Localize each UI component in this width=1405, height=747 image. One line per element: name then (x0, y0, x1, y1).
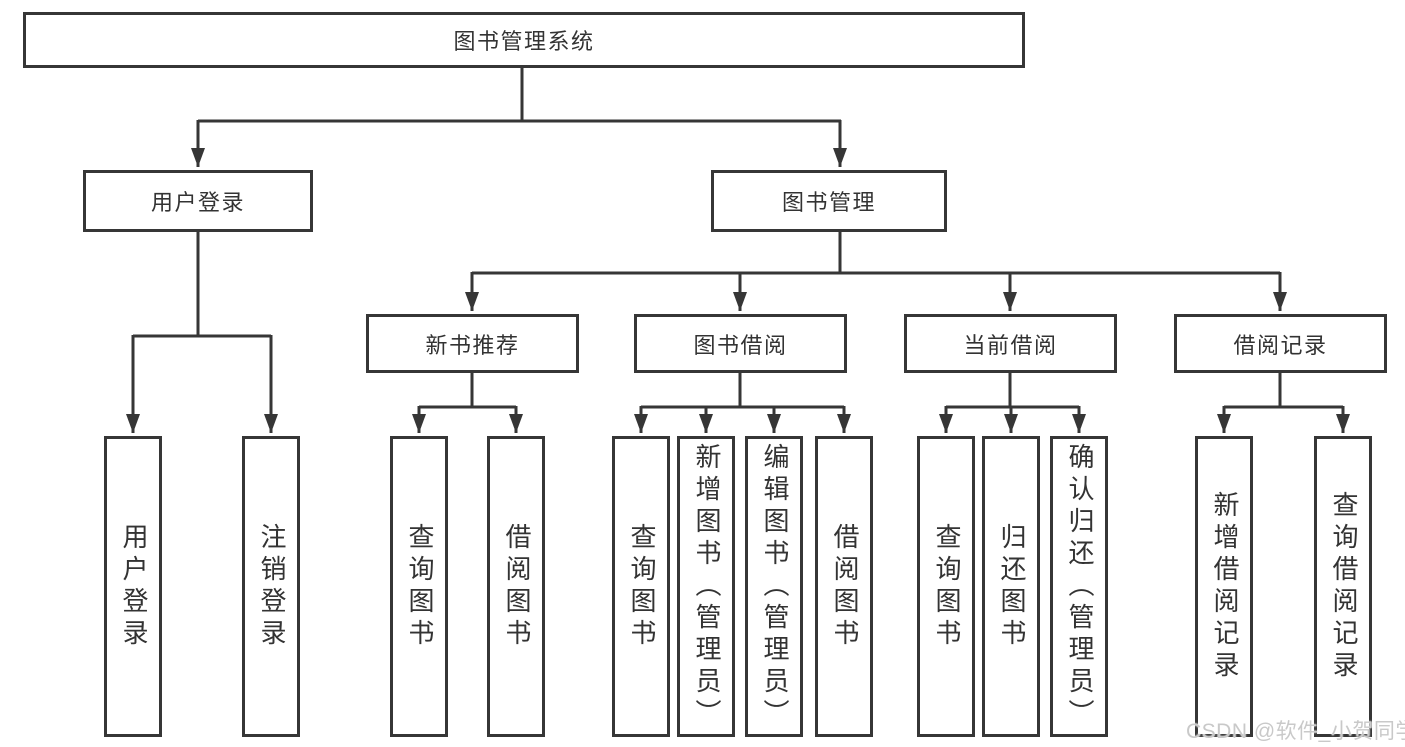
node-book-management: 图书管理 (711, 170, 947, 232)
leaf-add-borrow-record-label: 新增借阅记录 (1209, 490, 1240, 683)
node-borrow-records: 借阅记录 (1174, 314, 1387, 373)
leaf-query-books-3-label: 查询图书 (931, 522, 962, 651)
leaf-query-books-1-label: 查询图书 (404, 522, 435, 651)
node-new-book-recommend-label: 新书推荐 (425, 332, 520, 358)
leaf-add-borrow-record: 新增借阅记录 (1195, 436, 1253, 737)
node-user-login: 用户登录 (83, 170, 313, 232)
leaf-borrow-books-1-label: 借阅图书 (501, 522, 532, 651)
leaf-query-books-2-label: 查询图书 (626, 522, 657, 651)
leaf-return-book-label: 归还图书 (996, 522, 1027, 651)
node-root-label: 图书管理系统 (453, 29, 595, 54)
leaf-confirm-return-admin: 确认归还（管理员） (1050, 436, 1108, 737)
node-book-borrow-label: 图书借阅 (693, 332, 788, 358)
leaf-return-book: 归还图书 (982, 436, 1040, 737)
leaf-query-books-1: 查询图书 (390, 436, 448, 737)
watermark: CSDN @软件_小贺同学 (1186, 720, 1405, 743)
leaf-query-borrow-record-label: 查询借阅记录 (1328, 490, 1359, 683)
leaf-user-login-label: 用户登录 (118, 522, 149, 651)
node-current-borrow: 当前借阅 (904, 314, 1117, 373)
leaf-edit-book-admin-label: 编辑图书（管理员） (759, 442, 790, 731)
leaf-borrow-books-1: 借阅图书 (487, 436, 545, 737)
node-new-book-recommend: 新书推荐 (366, 314, 579, 373)
node-root: 图书管理系统 (23, 12, 1025, 68)
leaf-query-books-3: 查询图书 (917, 436, 975, 737)
node-current-borrow-label: 当前借阅 (963, 332, 1058, 358)
leaf-logout-label: 注销登录 (256, 522, 287, 651)
leaf-borrow-books-2: 借阅图书 (815, 436, 873, 737)
leaf-add-book-admin: 新增图书（管理员） (677, 436, 735, 737)
leaf-add-book-admin-label: 新增图书（管理员） (691, 442, 722, 731)
node-borrow-records-label: 借阅记录 (1233, 332, 1328, 358)
leaf-confirm-return-admin-label: 确认归还（管理员） (1064, 442, 1095, 731)
node-user-login-label: 用户登录 (150, 190, 245, 215)
leaf-query-books-2: 查询图书 (612, 436, 670, 737)
node-book-management-label: 图书管理 (781, 190, 876, 215)
leaf-borrow-books-2-label: 借阅图书 (829, 522, 860, 651)
leaf-edit-book-admin: 编辑图书（管理员） (745, 436, 803, 737)
leaf-query-borrow-record: 查询借阅记录 (1314, 436, 1372, 737)
leaf-user-login: 用户登录 (104, 436, 162, 737)
leaf-logout: 注销登录 (242, 436, 300, 737)
node-book-borrow: 图书借阅 (634, 314, 847, 373)
